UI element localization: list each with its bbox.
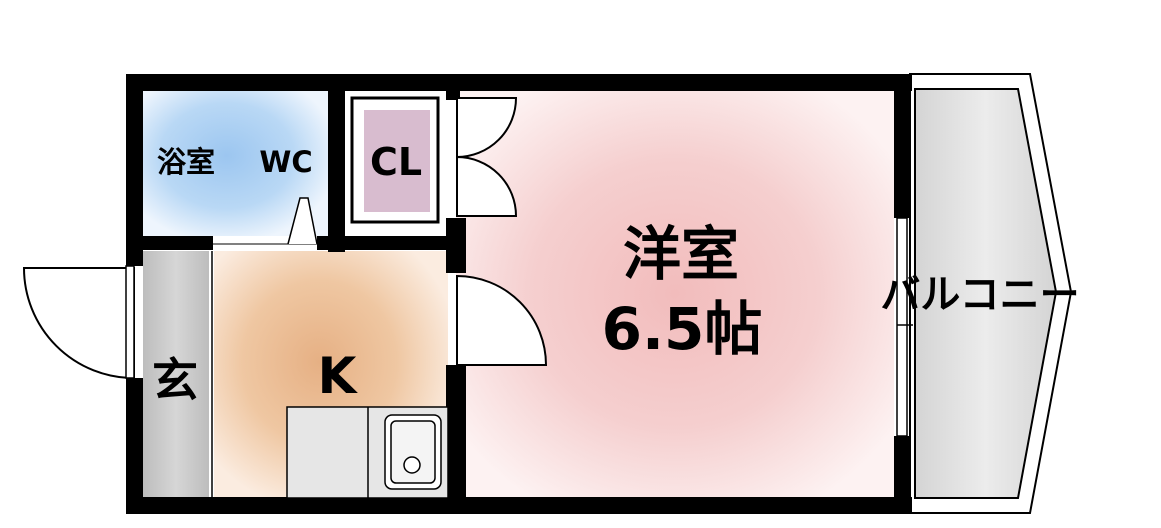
entrance-room: [143, 251, 209, 498]
western-room-label: 洋室: [623, 220, 739, 288]
kitchen-counter: [286, 406, 449, 499]
drain-icon: [403, 456, 421, 474]
closet-room: [364, 110, 430, 212]
balcony-label: バルコニー: [880, 272, 1079, 318]
closet-label: CL: [370, 140, 422, 184]
walls: [126, 74, 912, 514]
kitchen-label: K: [318, 347, 359, 405]
entrance-door-frame: [125, 265, 135, 379]
balcony-floor: [914, 88, 1058, 499]
closet-frame: [350, 96, 440, 224]
wc-label: WC: [259, 145, 312, 179]
balcony-window: [896, 217, 913, 437]
wc-door-marker: [287, 197, 318, 245]
entrance-door: [22, 267, 135, 380]
bath-label: 浴室: [157, 145, 215, 179]
western-room: [456, 90, 894, 498]
room-door: [456, 274, 548, 366]
entrance-label: 玄: [152, 353, 198, 407]
western-room-size-label: 6.5帖: [602, 295, 763, 363]
closet-doors: [456, 97, 518, 217]
